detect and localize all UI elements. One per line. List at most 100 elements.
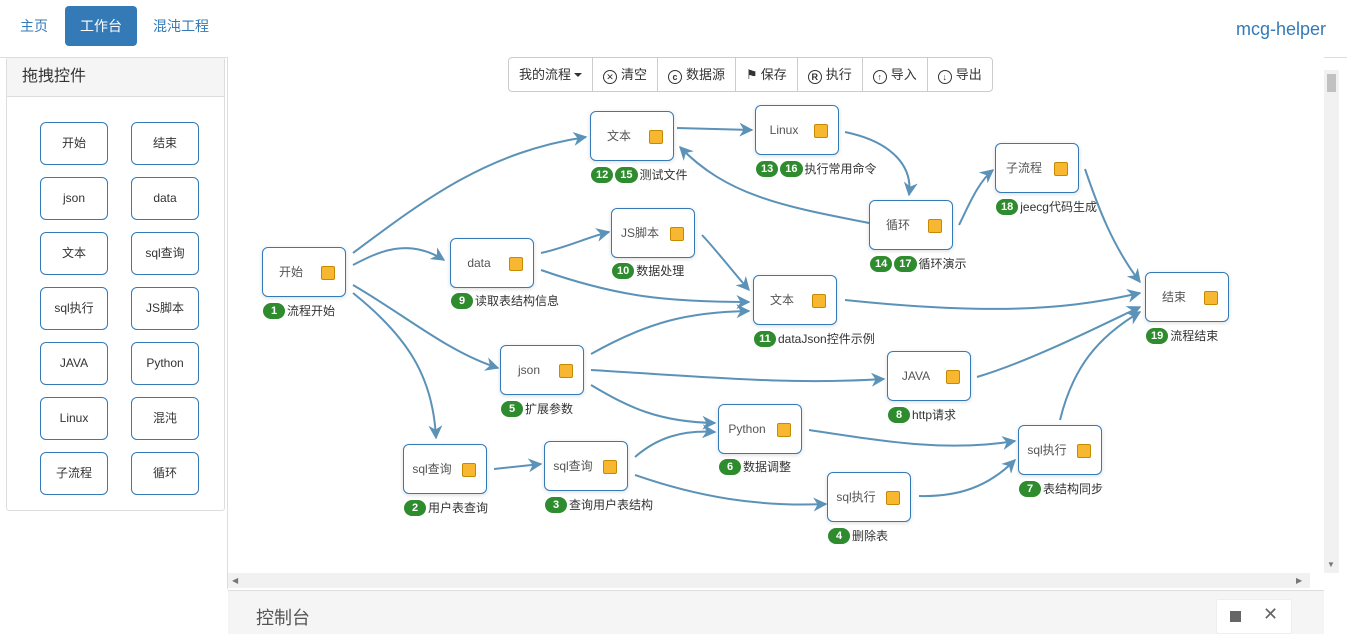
tab-workbench[interactable]: 工作台: [65, 6, 137, 46]
export-button[interactable]: ↓导出: [926, 58, 992, 91]
clear-icon: ✕: [603, 70, 618, 84]
brand-title[interactable]: mcg-helper: [1235, 19, 1326, 39]
datasource-label: 数据源: [686, 67, 726, 82]
node-sql-execute-1[interactable]: sql执行: [827, 472, 911, 522]
my-flow-dropdown[interactable]: 我的流程: [509, 58, 592, 91]
control-subflow[interactable]: 子流程: [40, 452, 108, 495]
edge-data-js: [540, 228, 611, 254]
flag-icon: ⚑: [746, 67, 758, 82]
control-chaos[interactable]: 混沌: [131, 397, 199, 440]
node-title: data: [467, 256, 491, 270]
node-connect-handle[interactable]: [670, 227, 684, 241]
node-connect-handle[interactable]: [603, 460, 617, 474]
edge-sqlq1-sqlq2: [493, 458, 543, 473]
node-caption: 扩展参数: [525, 402, 574, 416]
clear-label: 清空: [621, 67, 648, 82]
scrollbar-thumb[interactable]: [1327, 74, 1336, 92]
node-js-script[interactable]: JS脚本: [611, 208, 695, 258]
panel-title: 拖拽控件: [7, 58, 224, 97]
control-json[interactable]: json: [40, 177, 108, 220]
node-connect-handle[interactable]: [321, 266, 335, 280]
node-connect-handle[interactable]: [1204, 291, 1218, 305]
node-sql-query-2[interactable]: sql查询: [544, 441, 628, 491]
control-sql-query[interactable]: sql查询: [131, 232, 199, 275]
node-connect-handle[interactable]: [649, 130, 663, 144]
node-text-2[interactable]: 文本: [753, 275, 837, 325]
edge-sub-end: [1084, 168, 1141, 284]
node-sql-query-1[interactable]: sql查询: [403, 444, 487, 494]
node-caption: 用户表查询: [428, 501, 489, 515]
edge-sqlq2-sqle1: [634, 474, 828, 512]
node-subflow[interactable]: 子流程: [995, 143, 1079, 193]
flow-connections: [352, 122, 1142, 512]
node-text-1[interactable]: 文本: [590, 111, 674, 161]
tab-chaos-engineering[interactable]: 混沌工程: [153, 18, 209, 34]
vertical-scrollbar[interactable]: ▼: [1324, 70, 1339, 573]
scroll-left-arrow-icon[interactable]: ◀: [232, 576, 239, 585]
node-sql-execute-2[interactable]: sql执行: [1018, 425, 1102, 475]
node-connect-handle[interactable]: [559, 364, 573, 378]
node-connect-handle[interactable]: [1077, 444, 1091, 458]
control-sql-execute[interactable]: sql执行: [40, 287, 108, 330]
tab-home[interactable]: 主页: [20, 18, 48, 34]
close-icon[interactable]: ✕: [1263, 604, 1279, 624]
control-text[interactable]: 文本: [40, 232, 108, 275]
node-caption: jeecg代码生成: [1020, 200, 1097, 214]
node-connect-handle[interactable]: [777, 423, 791, 437]
node-linux[interactable]: Linux: [755, 105, 839, 155]
drag-controls-panel: 拖拽控件 开始 结束 json data 文本 sql查询 sql执行 JS脚本…: [6, 57, 225, 511]
node-badge: 6: [719, 459, 741, 475]
node-connect-handle[interactable]: [946, 370, 960, 384]
node-connect-handle[interactable]: [928, 219, 942, 233]
control-start[interactable]: 开始: [40, 122, 108, 165]
node-title: 子流程: [1005, 161, 1042, 175]
node-end[interactable]: 结束: [1145, 272, 1229, 322]
node-title: 循环: [885, 218, 910, 232]
node-data[interactable]: data: [450, 238, 534, 288]
node-java[interactable]: JAVA: [887, 351, 971, 401]
edge-sqlq2-python: [634, 424, 717, 458]
scroll-down-arrow-icon[interactable]: ▼: [1327, 560, 1335, 569]
node-loop[interactable]: 循环: [869, 200, 953, 250]
node-connect-handle[interactable]: [812, 294, 826, 308]
node-connect-handle[interactable]: [1054, 162, 1068, 176]
control-data[interactable]: data: [131, 177, 199, 220]
horizontal-scrollbar[interactable]: ◀ ▶: [228, 573, 1310, 588]
control-java[interactable]: JAVA: [40, 342, 108, 385]
node-connect-handle[interactable]: [462, 463, 476, 477]
save-button[interactable]: ⚑保存: [735, 58, 797, 91]
clear-button[interactable]: ✕清空: [592, 58, 657, 91]
stop-icon[interactable]: [1230, 611, 1241, 622]
control-js-script[interactable]: JS脚本: [131, 287, 199, 330]
node-badge: 11: [754, 331, 776, 347]
edge-json-text2: [590, 304, 751, 355]
import-label: 导入: [890, 67, 917, 82]
edge-sqle2-end: [1059, 311, 1142, 421]
edge-text2-end: [844, 288, 1142, 310]
control-loop[interactable]: 循环: [131, 452, 199, 495]
node-connect-handle[interactable]: [509, 257, 523, 271]
control-python[interactable]: Python: [131, 342, 199, 385]
node-python[interactable]: Python: [718, 404, 802, 454]
node-connect-handle[interactable]: [814, 124, 828, 138]
control-linux[interactable]: Linux: [40, 397, 108, 440]
registered-icon: R: [807, 70, 822, 84]
save-label: 保存: [760, 67, 787, 82]
node-start[interactable]: 开始: [262, 247, 346, 297]
control-end[interactable]: 结束: [131, 122, 199, 165]
node-connect-handle[interactable]: [886, 491, 900, 505]
node-json[interactable]: json: [500, 345, 584, 395]
node-badge: 1: [263, 303, 285, 319]
import-button[interactable]: ↑导入: [861, 58, 927, 91]
edge-java-end: [976, 306, 1142, 378]
scroll-right-arrow-icon[interactable]: ▶: [1296, 576, 1303, 585]
